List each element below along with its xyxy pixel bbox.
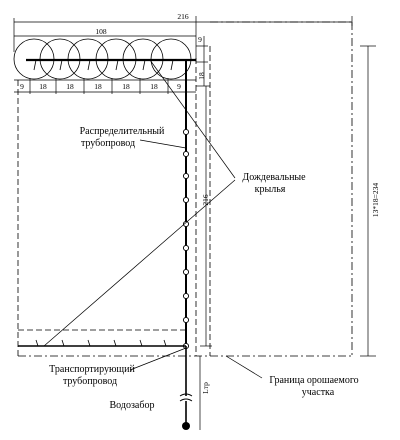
water-intake-icon [182, 422, 190, 430]
label-wings-2: крылья [255, 184, 286, 195]
transport-pipeline [179, 346, 201, 430]
top-dimensions [13, 16, 353, 62]
dim-total-width: 216 [177, 12, 189, 21]
dim-half-width: 108 [95, 27, 107, 36]
label-wings-1: Дождевальные [242, 172, 306, 183]
dim-vertical-length: 216 [201, 194, 210, 206]
dim-row-0: 9 [20, 82, 24, 91]
dim-row-5: 18 [150, 82, 158, 91]
label-distribution-1: Распределительный [80, 126, 165, 137]
dim-row-4: 18 [122, 82, 130, 91]
dim-row-1: 18 [39, 82, 47, 91]
label-transport-2: трубопровод [63, 376, 117, 387]
label-transport-1: Транспортирующий [49, 364, 135, 375]
dim-row-2: 18 [66, 82, 74, 91]
distribution-pipeline [182, 60, 190, 350]
dim-transport-length: Lтр [201, 382, 210, 394]
top-sprinkler-wing [26, 58, 196, 71]
label-boundary-1: Граница орошаемого [269, 375, 358, 386]
leader-lines [43, 59, 263, 379]
dim-right-height: 13*18=234 [371, 183, 380, 217]
vertical-216-dim [200, 86, 212, 347]
label-water-intake: Водозабор [110, 400, 155, 411]
bottom-sprinkler-wing [18, 339, 186, 347]
left-field-outline [17, 46, 211, 356]
dim-spacing-right: 18 [197, 72, 206, 80]
dim-offset-top: 9 [198, 35, 202, 44]
text-labels: Распределительный трубопровод Дождевальн… [49, 126, 358, 411]
right-small-dims [196, 36, 210, 87]
label-boundary-2: участка [302, 387, 335, 398]
right-height-dim [360, 45, 376, 357]
label-distribution-2: трубопровод [81, 138, 135, 149]
dim-row-6: 9 [177, 82, 181, 91]
dim-row-3: 18 [94, 82, 102, 91]
wing-spacing-labels: 9 18 18 18 18 18 9 [20, 82, 181, 91]
